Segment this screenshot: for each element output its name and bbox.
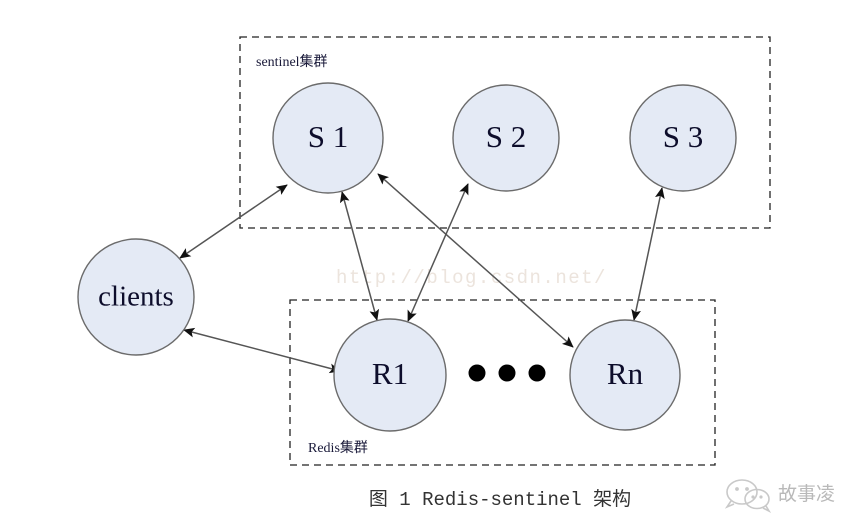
node-s1-label: S 1 [308, 119, 349, 154]
figure-caption: 图 1 Redis-sentinel 架构 [369, 488, 631, 511]
node-rn-label: Rn [607, 356, 644, 391]
edge-clients-s1 [179, 184, 288, 259]
redis-cluster-box [289, 299, 716, 466]
node-clients[interactable] [77, 238, 195, 356]
node-s3-label: S 3 [663, 119, 704, 154]
node-s2-label: S 2 [486, 119, 527, 154]
node-r1-label: R1 [372, 356, 408, 391]
redis-cluster-label: Redis集群 [308, 439, 368, 456]
watermark-url: http://blog.csdn.net/ [336, 267, 607, 289]
edge-s3-rn [631, 187, 665, 321]
edge-clients-r1 [183, 327, 341, 374]
edge-s2-r1 [407, 183, 469, 322]
node-s1[interactable] [272, 82, 384, 194]
ellipsis-indicator [468, 364, 546, 382]
sentinel-cluster-label: sentinel集群 [256, 53, 328, 70]
node-r1[interactable] [333, 318, 447, 432]
node-s2[interactable] [452, 84, 560, 192]
node-s3[interactable] [629, 84, 737, 192]
wechat-logo-icon [724, 479, 772, 513]
node-rn[interactable] [569, 319, 681, 431]
watermark-brand-label: 故事凌 [778, 483, 835, 505]
node-clients-label: clients [98, 281, 174, 313]
edge-s1-r1 [339, 191, 380, 321]
